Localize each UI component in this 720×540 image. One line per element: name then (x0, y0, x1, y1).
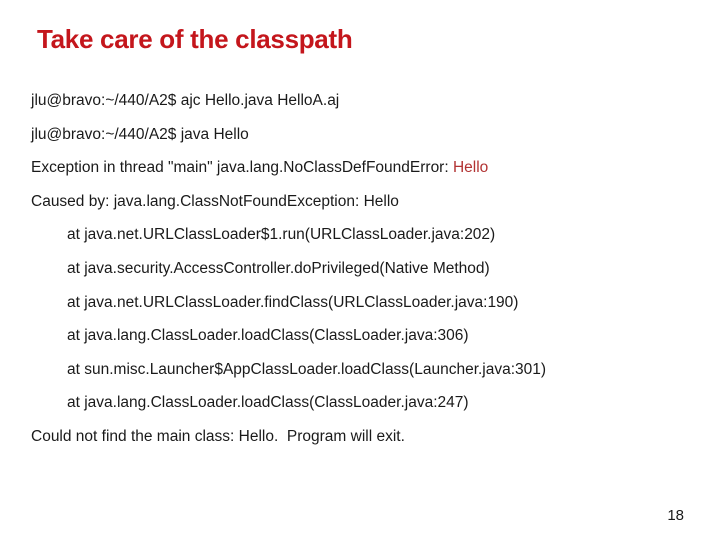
stack-trace-line: at java.net.URLClassLoader$1.run(URLClas… (67, 226, 496, 244)
could-not-find-main-class-line: Could not find the main class: Hello. Pr… (31, 427, 405, 445)
exception-class-name-highlight: Hello (452, 159, 489, 177)
caused-by-line: Caused by: java.lang.ClassNotFoundExcept… (31, 192, 399, 210)
page-number: 18 (667, 507, 684, 524)
terminal-prompt-line-ajc: jlu@bravo:~/440/A2$ ajc Hello.java Hello… (31, 92, 340, 109)
exception-line: Exception in thread "main" java.lang.NoC… (31, 151, 691, 185)
exception-message-text: Exception in thread "main" java.lang.NoC… (31, 159, 453, 177)
slide-title: Take care of the classpath (37, 24, 353, 54)
terminal-prompt-line-java: jlu@bravo:~/440/A2$ java Hello (31, 125, 249, 143)
stack-trace-line: at java.security.AccessController.doPriv… (67, 259, 490, 277)
stack-trace-line: at sun.misc.Launcher$AppClassLoader.load… (67, 360, 547, 378)
stack-trace-line: at java.net.URLClassLoader.findClass(URL… (67, 293, 519, 311)
stack-trace-line: at java.lang.ClassLoader.loadClass(Class… (67, 327, 469, 345)
terminal-output: jlu@bravo:~/440/A2$ ajc Hello.java Hello… (31, 84, 691, 454)
stack-trace-line: at java.lang.ClassLoader.loadClass(Class… (67, 394, 469, 412)
